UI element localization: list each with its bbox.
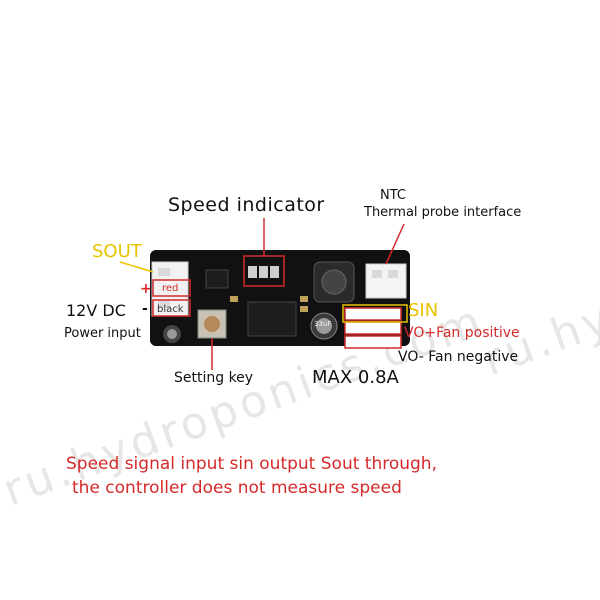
vo-minus-pad <box>344 335 402 349</box>
vo-plus-pad <box>344 321 402 335</box>
sin-highlight <box>342 304 408 323</box>
vo-minus-label: VO- Fan negative <box>398 349 519 365</box>
led-1 <box>248 266 257 278</box>
footnote-line-1: Speed signal input sin output Sout throu… <box>66 454 437 474</box>
red-wire-label: red <box>162 283 179 294</box>
black-wire-box <box>152 299 191 317</box>
sout-leader <box>119 261 154 273</box>
setting-key-label: Setting key <box>174 370 254 386</box>
power-input-label: Power input <box>64 326 141 341</box>
minus-label: - <box>142 301 148 317</box>
ntc-connector <box>365 263 407 299</box>
speed-indicator-label: Speed indicator <box>168 194 325 216</box>
plus-label: + <box>140 281 152 297</box>
ntc-label: NTC <box>380 188 406 203</box>
red-wire-box <box>152 279 191 297</box>
vo-plus-label: VO+Fan positive <box>404 325 520 341</box>
black-wire-label: black <box>157 304 184 315</box>
ic-small <box>205 269 229 289</box>
sin-label: SIN <box>408 300 439 321</box>
capacitor-marking: 33uF <box>314 320 332 328</box>
thermal-probe-label: Thermal probe interface <box>364 205 522 220</box>
12v-dc-label: 12V DC <box>66 301 126 320</box>
led-3 <box>270 266 279 278</box>
ntc-leader <box>385 223 405 265</box>
footnote-line-2: the controller does not measure speed <box>72 478 402 498</box>
sin-pad <box>344 307 402 321</box>
ic-chip <box>247 301 297 337</box>
sout-label: SOUT <box>92 241 142 262</box>
max-current-label: MAX 0.8A <box>312 367 399 388</box>
led-2 <box>259 266 268 278</box>
